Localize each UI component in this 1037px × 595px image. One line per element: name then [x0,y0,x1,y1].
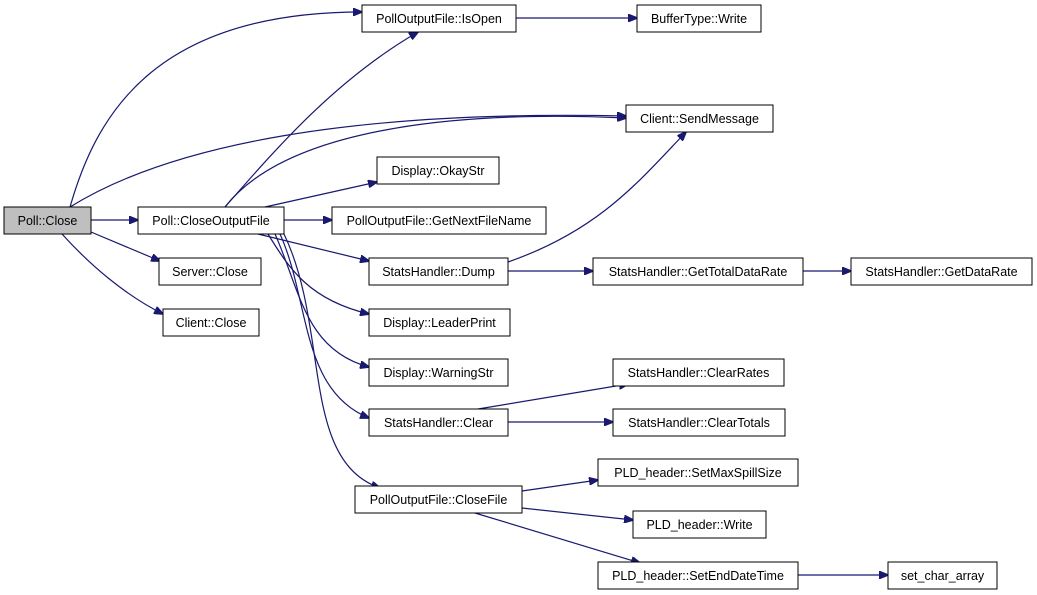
node-polloutputfile-getnextfilename[interactable]: PollOutputFile::GetNextFileName [331,206,547,235]
node-statshandler-gettotaldatarate[interactable]: StatsHandler::GetTotalDataRate [592,257,804,286]
edge-poll-closeoutputfile-to-display-warningstr [274,233,369,367]
node-server-close[interactable]: Server::Close [158,257,262,286]
node-box [158,257,262,286]
edge-poll-close-to-client-sendmessage [69,115,626,208]
node-statshandler-dump[interactable]: StatsHandler::Dump [368,257,509,286]
node-label: Client::Close [176,316,247,330]
node-label: StatsHandler::Dump [382,265,495,279]
node-box [162,308,260,337]
node-client-close[interactable]: Client::Close [162,308,260,337]
node-label: Poll::CloseOutputFile [152,214,269,228]
node-label: PollOutputFile::IsOpen [376,12,502,26]
node-label: StatsHandler::Clear [384,416,493,430]
edge-poll-closeoutputfile-to-statshandler-clear [279,233,369,418]
node-label: StatsHandler::GetDataRate [865,265,1017,279]
node-label: Display::OkayStr [391,164,484,178]
edge-poll-closeoutputfile-to-display-leaderprint [267,233,369,314]
node-box [612,408,786,437]
node-box [3,206,92,235]
node-box [368,308,511,337]
node-label: Client::SendMessage [640,112,759,126]
node-box [887,561,998,590]
edge-poll-closeoutputfile-to-display-okaystr [264,182,377,208]
node-label: Server::Close [172,265,248,279]
node-label: PLD_header::Write [646,518,752,532]
node-box [361,4,517,33]
node-box [368,408,509,437]
node-poll-close[interactable]: Poll::Close [3,206,92,235]
node-box [597,561,799,590]
node-box [354,485,523,514]
node-statshandler-clear[interactable]: StatsHandler::Clear [368,408,509,437]
edge-poll-closeoutputfile-to-polloutputfile-closefile [283,233,380,488]
edge-poll-close-to-server-close [90,231,160,261]
edge-poll-closeoutputfile-to-polloutputfile-isopen [224,32,418,208]
node-client-sendmessage[interactable]: Client::SendMessage [625,104,774,133]
node-label: StatsHandler::ClearTotals [628,416,770,430]
node-box [331,206,547,235]
node-label: Display::LeaderPrint [383,316,496,330]
node-display-warningstr[interactable]: Display::WarningStr [368,358,509,387]
node-label: StatsHandler::ClearRates [628,366,770,380]
node-box [597,458,799,487]
node-buffertype-write[interactable]: BufferType::Write [636,4,762,33]
node-label: PLD_header::SetEndDateTime [612,569,784,583]
node-box [612,358,785,387]
node-display-okaystr[interactable]: Display::OkayStr [376,156,500,185]
node-label: PollOutputFile::GetNextFileName [347,214,532,228]
node-polloutputfile-closefile[interactable]: PollOutputFile::CloseFile [354,485,523,514]
node-label: Display::WarningStr [384,366,494,380]
node-poll-closeoutputfile[interactable]: Poll::CloseOutputFile [137,206,285,235]
node-label: PLD_header::SetMaxSpillSize [614,466,781,480]
node-label: BufferType::Write [651,12,747,26]
node-box [592,257,804,286]
node-box [625,104,774,133]
node-box [632,510,767,539]
node-set-char-array[interactable]: set_char_array [887,561,998,590]
node-label: Poll::Close [18,214,78,228]
node-polloutputfile-isopen[interactable]: PollOutputFile::IsOpen [361,4,517,33]
edge-polloutputfile-closefile-to-pld-header-write [521,507,633,520]
edge-statshandler-clear-to-statshandler-clearrates [477,384,628,410]
node-pld-header-setenddatetime[interactable]: PLD_header::SetEndDateTime [597,561,799,590]
node-box [368,257,509,286]
node-box [368,358,509,387]
node-pld-header-setmaxspillsize[interactable]: PLD_header::SetMaxSpillSize [597,458,799,487]
edge-statshandler-dump-to-client-sendmessage [507,132,686,263]
node-statshandler-cleartotals[interactable]: StatsHandler::ClearTotals [612,408,786,437]
node-box [850,257,1033,286]
edge-poll-close-to-polloutputfile-isopen [69,12,362,208]
edge-poll-closeoutputfile-to-client-sendmessage [224,116,626,208]
node-box [137,206,285,235]
edges-layer [61,12,888,575]
nodes-layer: Poll::Close Poll::CloseOutputFileServer::… [3,4,1033,590]
edge-polloutputfile-closefile-to-pld-header-setenddatetime [474,512,640,563]
node-box [376,156,500,185]
edge-polloutputfile-closefile-to-pld-header-setmaxspillsize [521,480,598,492]
edge-poll-closeoutputfile-to-statshandler-dump [257,233,369,261]
node-box [636,4,762,33]
node-pld-header-write[interactable]: PLD_header::Write [632,510,767,539]
node-label: StatsHandler::GetTotalDataRate [609,265,788,279]
node-label: set_char_array [901,569,985,583]
node-label: PollOutputFile::CloseFile [370,493,508,507]
edge-poll-close-to-client-close [61,233,163,314]
node-display-leaderprint[interactable]: Display::LeaderPrint [368,308,511,337]
node-statshandler-clearrates[interactable]: StatsHandler::ClearRates [612,358,785,387]
node-statshandler-getdatarate[interactable]: StatsHandler::GetDataRate [850,257,1033,286]
